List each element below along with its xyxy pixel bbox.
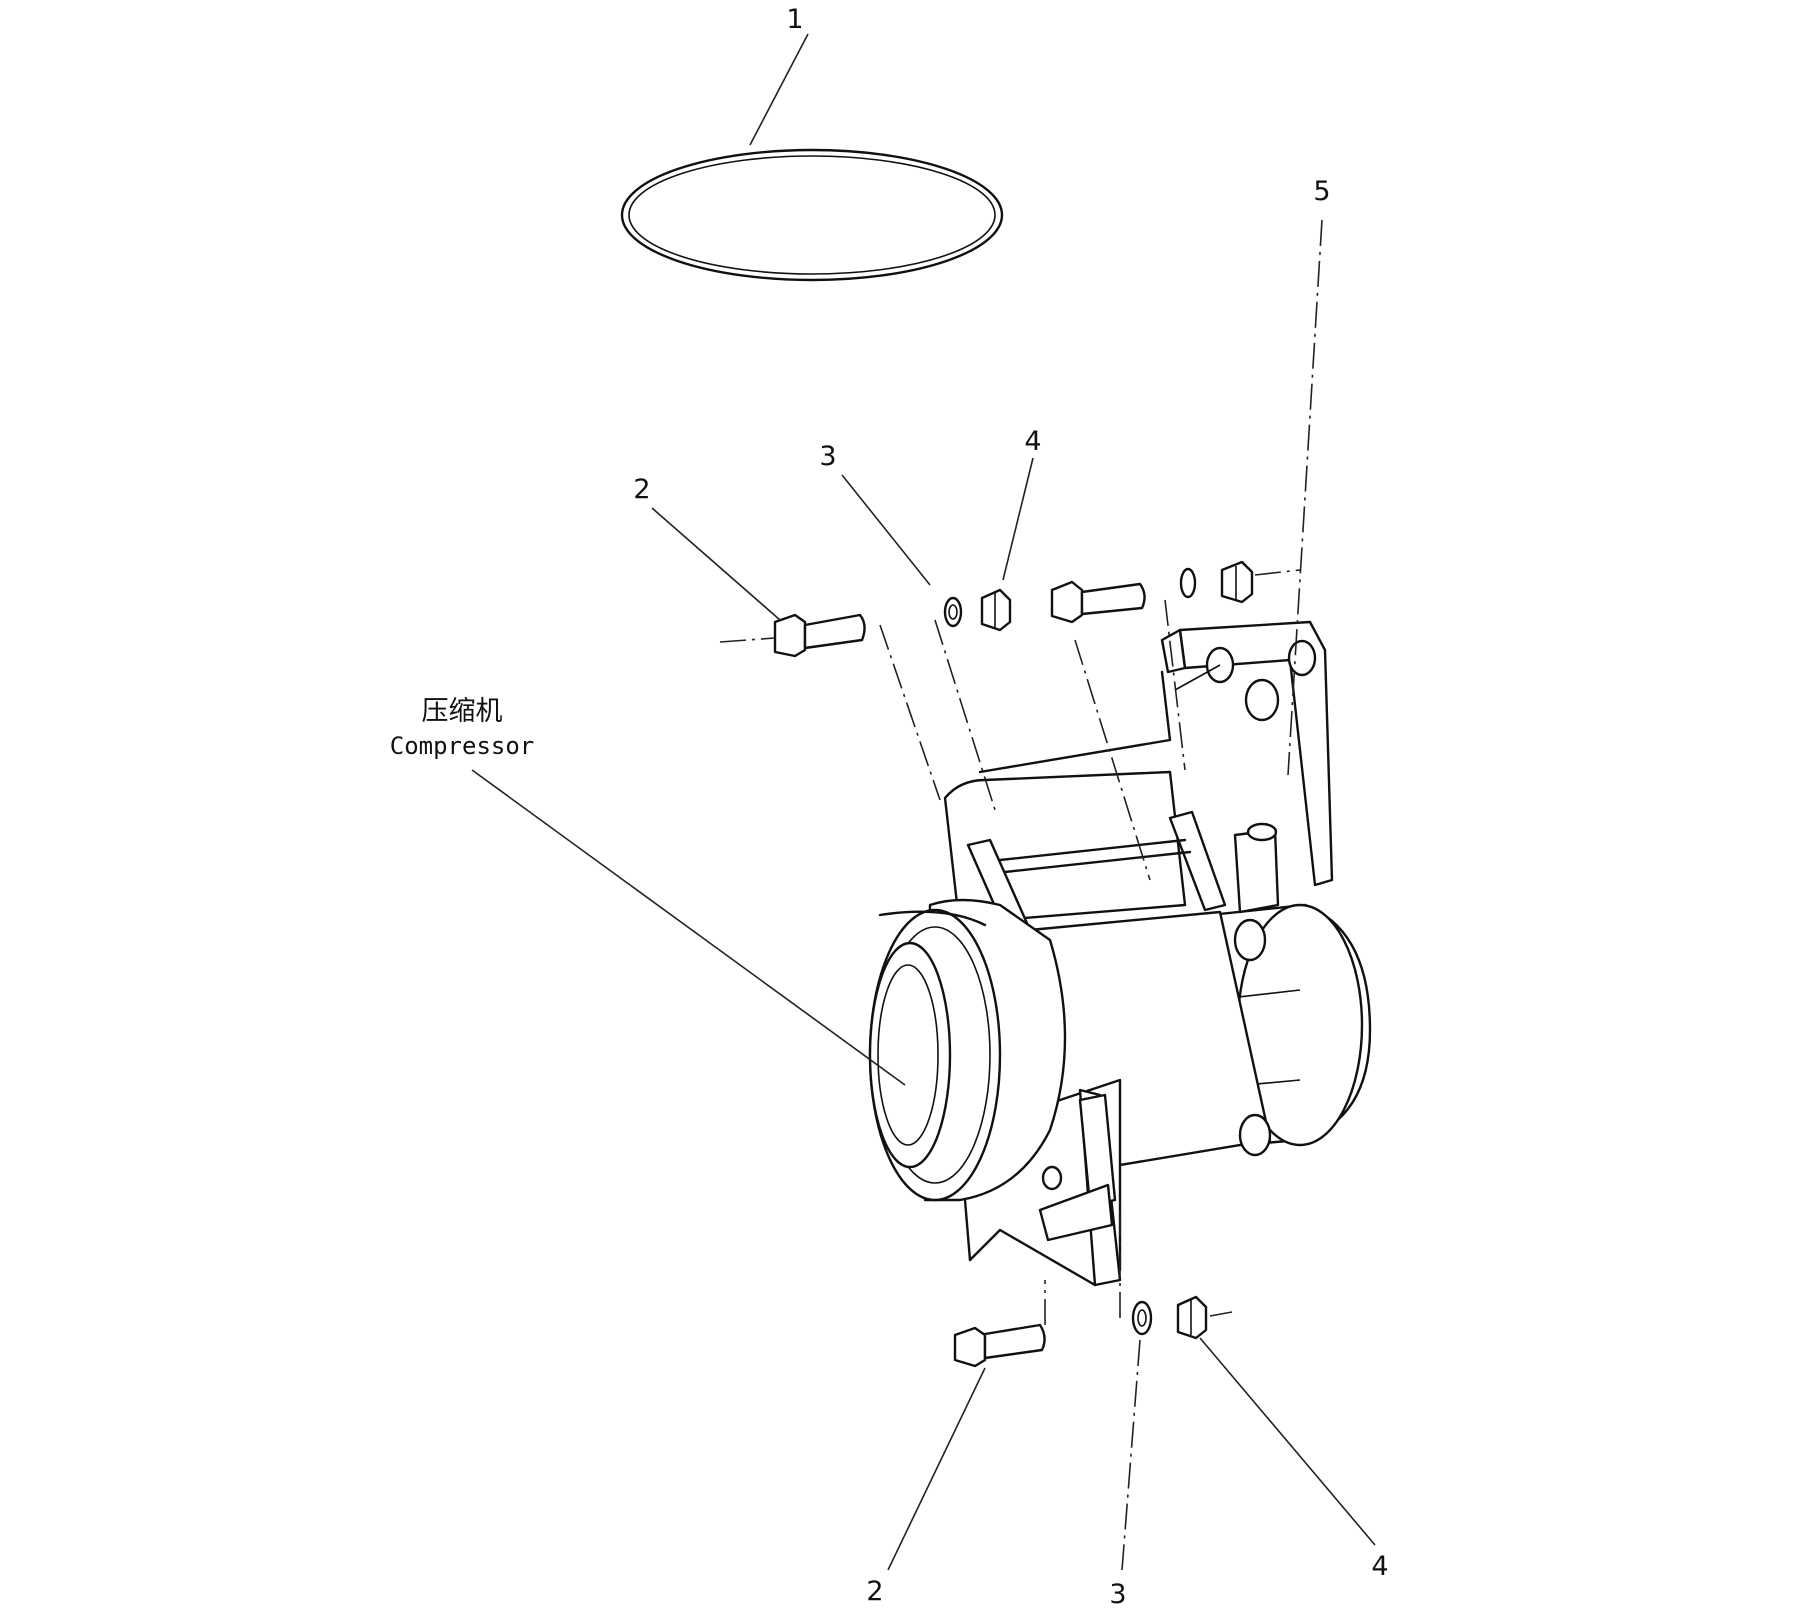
washer-top (943, 596, 963, 628)
belt-ring (620, 148, 1004, 282)
part-label-3-top: 3 (819, 441, 836, 472)
leader-line-5 (1287, 219, 1323, 776)
leader-line-2-top (651, 507, 781, 621)
compressor-label-english: Compressor (390, 732, 535, 760)
washer-bottom (1131, 1300, 1153, 1336)
axis-line-top-right-down (1164, 599, 1186, 771)
leader-line-4-bottom (1199, 1337, 1376, 1546)
leader-line-1 (749, 33, 809, 146)
axis-line-bolt-top-right (1074, 639, 1151, 881)
bolt-top-right (1050, 580, 1146, 624)
compressor (868, 770, 1372, 1287)
leader-line-3-top (841, 474, 931, 586)
axis-line-top-right (1254, 569, 1301, 576)
part-label-4-bottom: 4 (1371, 1551, 1388, 1582)
bolt-top-left (773, 613, 866, 658)
nut-top (980, 588, 1012, 632)
bolt-bottom (953, 1323, 1046, 1368)
washer-top-right (1179, 567, 1197, 599)
compressor-leader-line (471, 769, 906, 1086)
leader-line-2-bottom (887, 1367, 986, 1571)
part-label-4-top: 4 (1024, 426, 1041, 457)
leader-line-4-top (1002, 457, 1034, 581)
axis-line-4-bottom (1209, 1311, 1233, 1317)
part-label-5: 5 (1313, 176, 1330, 207)
part-label-1: 1 (786, 4, 803, 35)
part-label-2-bottom: 2 (866, 1576, 883, 1607)
axis-line-2-top (719, 637, 776, 643)
compressor-label-chinese: 压缩机 (422, 696, 503, 727)
nut-bottom (1176, 1295, 1208, 1340)
nut-top-right (1220, 560, 1254, 604)
axis-line-3-top (934, 619, 996, 811)
leader-line-3-bottom (1121, 1339, 1141, 1571)
part-label-2-top: 2 (633, 474, 650, 505)
part-label-3-bottom: 3 (1109, 1579, 1126, 1610)
axis-line-2-top-to-body (879, 624, 941, 801)
